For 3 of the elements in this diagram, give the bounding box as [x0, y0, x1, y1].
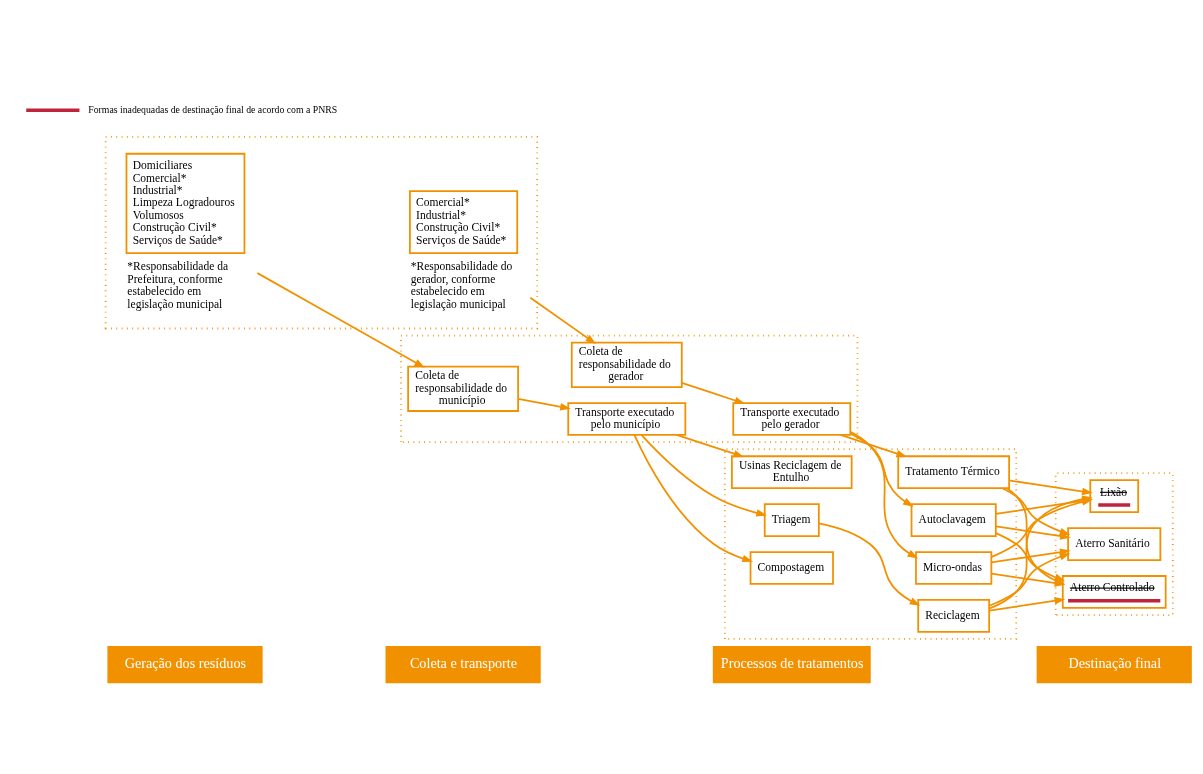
node-label: *Responsabilidade do gerador, conforme estabelecido em legislação municipal	[410, 259, 513, 310]
node-label: *Responsabilidade da Prefeitura, conforme estabelecido em legislação municipal	[127, 259, 229, 310]
legend-label: Formas inadequadas de destinação final de acordo com a PNRS	[88, 103, 338, 115]
